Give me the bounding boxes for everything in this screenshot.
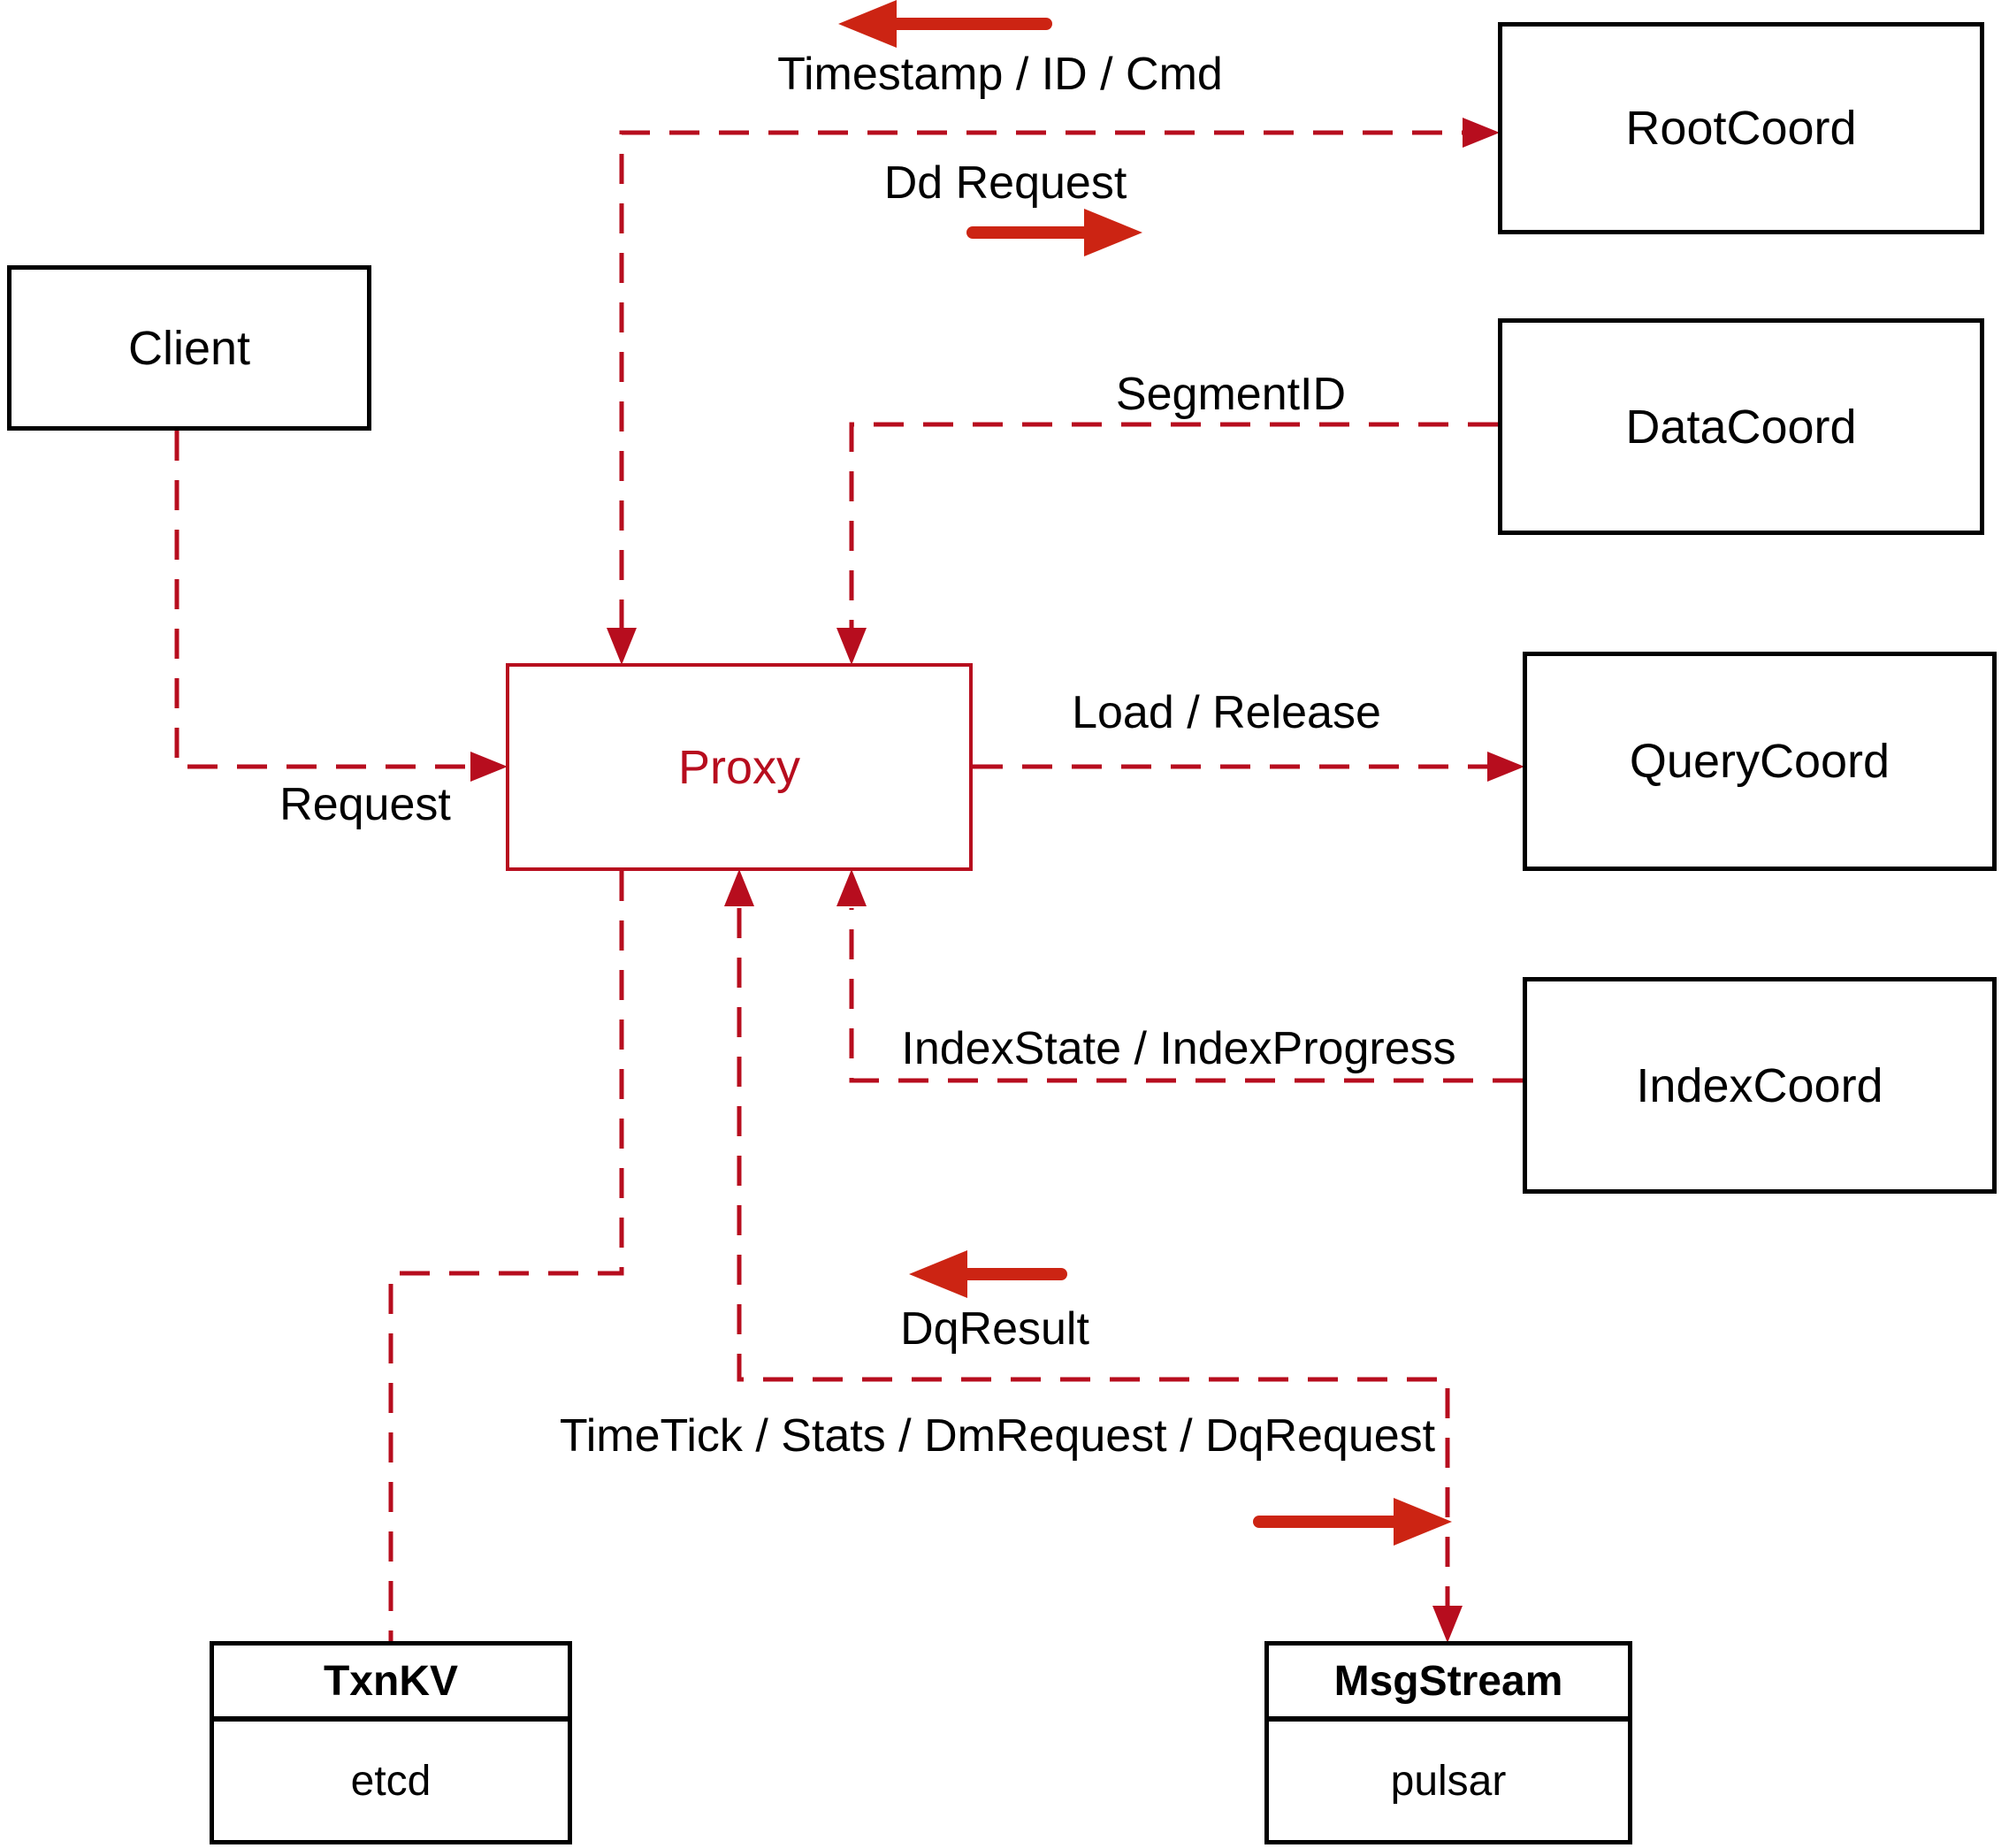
node-msgstream: MsgStream pulsar (1264, 1641, 1632, 1844)
connector-client-proxy (174, 431, 470, 769)
connector-datacoord-proxy (849, 422, 1498, 630)
node-indexcoord-label: IndexCoord (1636, 1058, 1883, 1112)
node-rootcoord: RootCoord (1498, 22, 1984, 234)
arrowhead-right-into-rootcoord (1463, 118, 1500, 148)
arrowhead-down-rootcoord-to-proxy (607, 628, 637, 665)
edge-label-segment-id: SegmentID (1115, 369, 1347, 420)
node-querycoord: QueryCoord (1523, 652, 1997, 871)
node-rootcoord-label: RootCoord (1625, 102, 1857, 155)
edge-label-time-tick: TimeTick / Stats / DmRequest / DqRequest (559, 1410, 1436, 1462)
arrowhead-up-indexcoord-to-proxy (836, 869, 867, 906)
node-client-label: Client (127, 321, 251, 375)
node-datacoord-label: DataCoord (1625, 400, 1857, 454)
edge-label-dd-request: Dd Request (883, 157, 1127, 209)
edge-label-timestamp-id-cmd: Timestamp / ID / Cmd (777, 49, 1223, 100)
edge-label-dq-result: DqResult (900, 1303, 1089, 1355)
arrowhead-down-datacoord-to-proxy (836, 628, 867, 665)
node-indexcoord: IndexCoord (1523, 977, 1997, 1194)
connector-proxy-rootcoord (619, 130, 1463, 630)
node-datacoord: DataCoord (1498, 318, 1984, 535)
connector-proxy-txnkv (388, 871, 624, 1641)
node-txnkv: TxnKV etcd (210, 1641, 572, 1844)
edge-label-load-release: Load / Release (1072, 687, 1381, 738)
arrowhead-right-into-querycoord (1487, 752, 1524, 782)
node-client: Client (7, 265, 371, 431)
direction-arrow-right-head-ddrequest (1084, 209, 1142, 256)
direction-arrow-left-head-top (838, 0, 897, 48)
node-proxy: Proxy (506, 663, 973, 871)
arrowhead-right-into-proxy (470, 752, 508, 782)
connector-indexcoord-proxy (849, 908, 1523, 1083)
edge-label-index-state: IndexState / IndexProgress (901, 1023, 1456, 1074)
direction-arrow-right-head-timetick (1394, 1498, 1452, 1546)
node-txnkv-value: etcd (350, 1757, 432, 1805)
node-txnkv-title: TxnKV (214, 1646, 568, 1722)
node-proxy-label: Proxy (677, 740, 801, 794)
edge-label-request: Request (279, 779, 451, 830)
node-querycoord-label: QueryCoord (1629, 735, 1891, 788)
node-msgstream-title: MsgStream (1269, 1646, 1628, 1722)
arrowhead-down-into-msgstream (1432, 1606, 1463, 1643)
arrowhead-up-msgstream-to-proxy (724, 869, 754, 906)
direction-arrow-left-head-dqresult (909, 1250, 967, 1298)
connector-proxy-msgstream (737, 908, 1450, 1606)
node-msgstream-value: pulsar (1390, 1757, 1507, 1805)
